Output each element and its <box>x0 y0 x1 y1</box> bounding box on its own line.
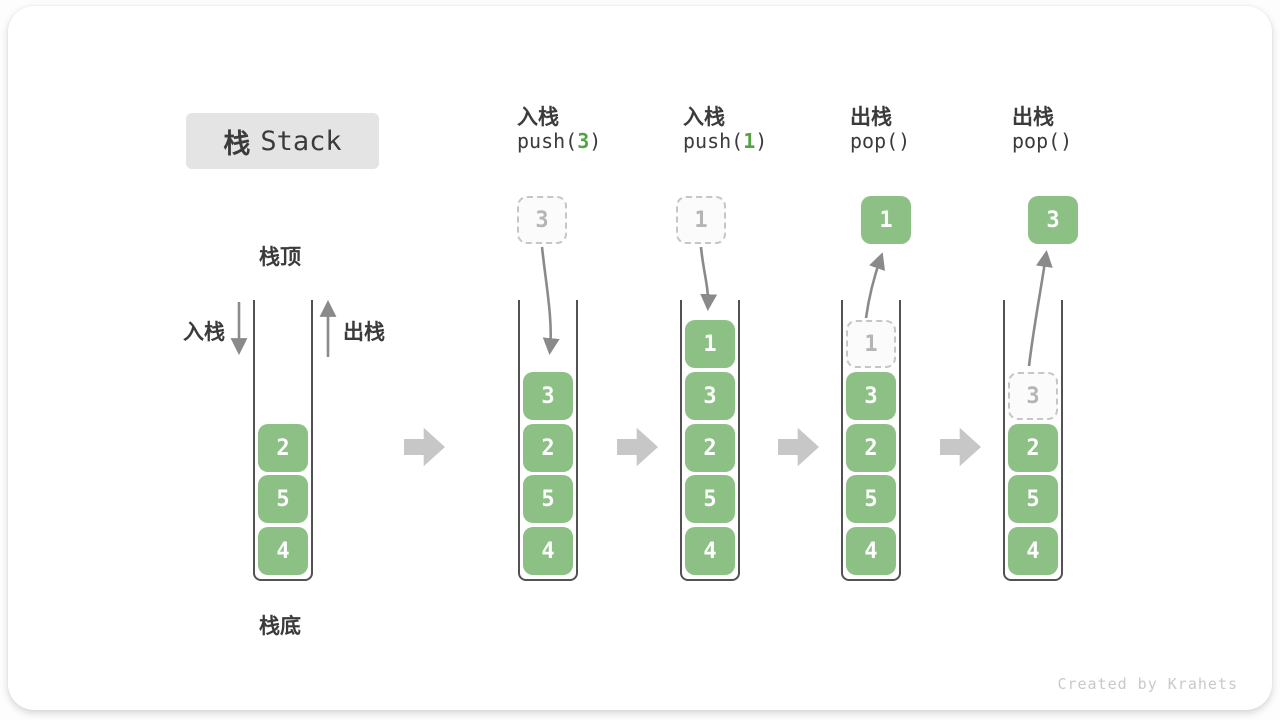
stack-item: 4 <box>523 527 573 575</box>
col-header-code: pop() <box>850 129 911 153</box>
col-header-label: 出栈 <box>850 105 892 129</box>
col-header-code: push(1) <box>683 129 768 153</box>
title-zh: 栈 <box>223 128 251 160</box>
floating-item: 1 <box>676 196 726 244</box>
stack-top-label: 栈顶 <box>259 245 301 269</box>
floating-item: 3 <box>517 196 567 244</box>
stack-item: 2 <box>523 424 573 472</box>
col-header-code: push(3) <box>517 129 602 153</box>
stack-item: 2 <box>846 424 896 472</box>
stack-item: 2 <box>258 424 308 472</box>
col-header-label: 出栈 <box>1012 105 1054 129</box>
stack-item: 5 <box>685 475 735 523</box>
title-box: 栈 Stack <box>186 113 379 169</box>
watermark: Created by Krahets <box>1057 675 1238 693</box>
col-header-label: 入栈 <box>683 105 725 129</box>
title-en: Stack <box>260 125 342 157</box>
canvas-card <box>8 6 1272 710</box>
stack-bottom-label: 栈底 <box>259 614 301 638</box>
ghost-item: 3 <box>1008 372 1058 420</box>
stack-item: 5 <box>1008 475 1058 523</box>
stack-item: 3 <box>846 372 896 420</box>
col-header-label: 入栈 <box>517 105 559 129</box>
push-side-label: 入栈 <box>183 320 225 344</box>
stack-item: 3 <box>523 372 573 420</box>
stack-item: 4 <box>258 527 308 575</box>
col-header-code: pop() <box>1012 129 1073 153</box>
stack-item: 3 <box>685 372 735 420</box>
stack-item: 5 <box>846 475 896 523</box>
ghost-item: 1 <box>846 320 896 368</box>
stack-item: 4 <box>1008 527 1058 575</box>
stack-item: 5 <box>523 475 573 523</box>
stack-item: 5 <box>258 475 308 523</box>
floating-item: 3 <box>1028 196 1078 244</box>
stack-item: 2 <box>1008 424 1058 472</box>
pop-side-label: 出栈 <box>343 320 385 344</box>
stack-item: 4 <box>846 527 896 575</box>
stack-item: 1 <box>685 320 735 368</box>
stack-item: 2 <box>685 424 735 472</box>
stack-item: 4 <box>685 527 735 575</box>
floating-item: 1 <box>861 196 911 244</box>
